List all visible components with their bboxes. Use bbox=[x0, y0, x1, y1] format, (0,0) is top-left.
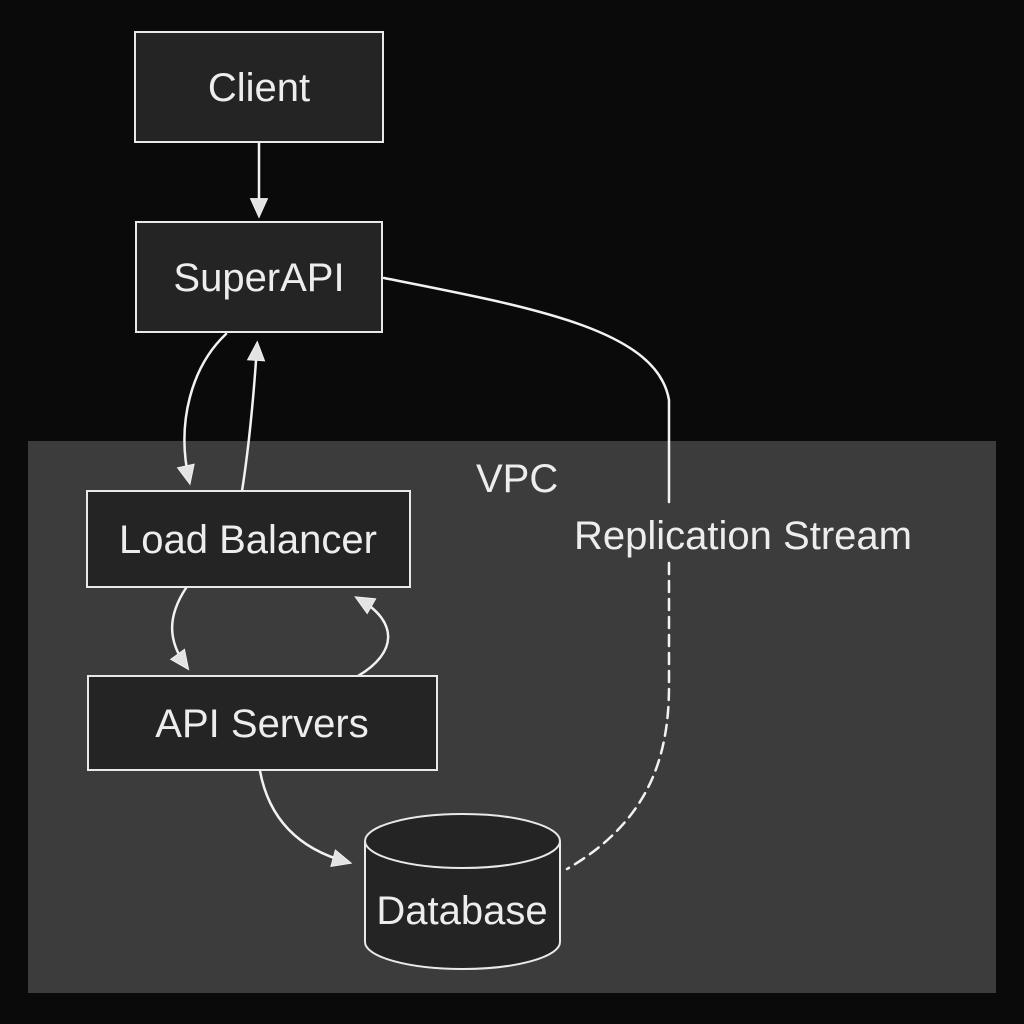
edge-load-balancer-to-api-servers bbox=[169, 586, 190, 671]
edge-superapi-to-load-balancer bbox=[176, 332, 228, 486]
superapi-label: SuperAPI bbox=[173, 256, 344, 300]
edge-api-servers-to-load-balancer bbox=[354, 596, 390, 678]
node-superapi: SuperAPI bbox=[135, 221, 383, 333]
api-servers-label: API Servers bbox=[155, 702, 368, 746]
load-balancer-box bbox=[86, 490, 411, 588]
load-balancer-label: Load Balancer bbox=[119, 518, 377, 562]
database-cylinder-top bbox=[364, 813, 561, 869]
api-servers-box bbox=[87, 675, 438, 771]
client-label: Client bbox=[208, 66, 310, 110]
client-box bbox=[134, 31, 384, 143]
database-cylinder-body bbox=[364, 841, 561, 970]
node-database: Database bbox=[364, 813, 561, 970]
edge-api-servers-to-database bbox=[258, 769, 353, 868]
node-client: Client bbox=[134, 31, 384, 143]
replication-stream-label: Replication Stream bbox=[574, 514, 912, 558]
edge-replication-solid-segment bbox=[382, 276, 671, 504]
edge-layer bbox=[169, 140, 671, 871]
edge-load-balancer-to-superapi bbox=[240, 340, 266, 493]
node-load-balancer: Load Balancer bbox=[86, 490, 411, 588]
superapi-box bbox=[135, 221, 383, 333]
edge-replication-dashed-segment bbox=[565, 561, 671, 871]
database-label: Database bbox=[376, 889, 547, 933]
vpc-label: VPC bbox=[476, 457, 558, 501]
node-api-servers: API Servers bbox=[87, 675, 438, 771]
